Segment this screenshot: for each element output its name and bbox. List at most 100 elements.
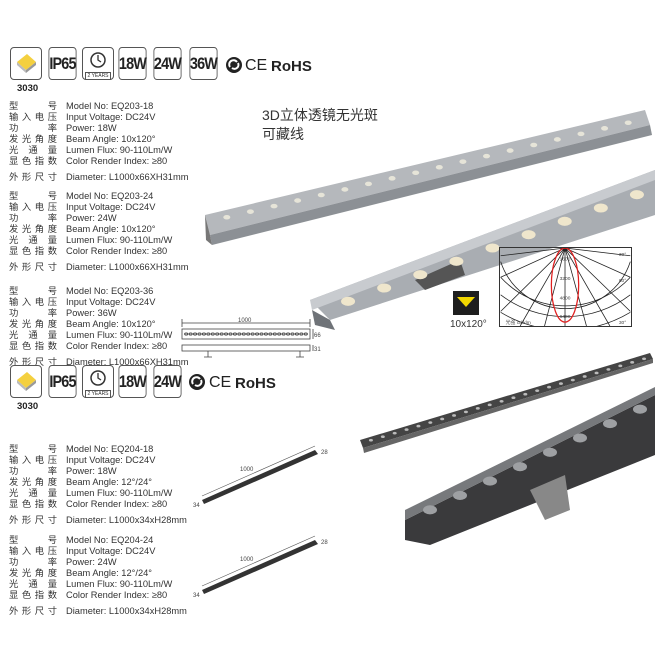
spec-label-cn: 功率 — [9, 123, 57, 133]
led-lens — [368, 438, 373, 442]
led-lens — [188, 332, 193, 336]
spec-value: Power: 36W — [66, 308, 117, 318]
polar-angle: 30° — [619, 320, 626, 326]
spec-value: Color Render Index: ≥80 — [66, 156, 168, 166]
spec-label-cn: 外形尺寸 — [9, 606, 57, 616]
led-lens — [453, 490, 467, 500]
led-lens — [449, 256, 464, 266]
spec-label-cn: 光通量 — [9, 235, 57, 245]
led-lens — [475, 407, 480, 410]
led-lens — [392, 431, 397, 435]
led-lens — [303, 332, 308, 336]
led-lens — [570, 378, 575, 382]
spec-row: 输入电压 Input Voltage: DC24V — [9, 202, 188, 213]
spec-value: Input Voltage: DC24V — [66, 297, 156, 307]
led-lens — [219, 332, 224, 336]
led-lens — [215, 332, 220, 336]
led-lens — [364, 181, 372, 187]
product-image-eq204 — [360, 353, 655, 545]
recycle-icon — [189, 374, 205, 390]
led-lens — [192, 332, 198, 336]
chip-label: 3030 — [17, 401, 39, 412]
led-lens — [317, 192, 325, 198]
led-lens — [558, 382, 563, 385]
spec-value: Beam Angle: 10x120° — [66, 319, 156, 329]
led-lens — [521, 230, 536, 240]
spec-value: Color Render Index: ≥80 — [66, 499, 168, 509]
spec-value: Input Voltage: DC24V — [66, 546, 156, 556]
spec-label-cn: 光通量 — [9, 330, 57, 340]
led-lens — [633, 404, 647, 414]
led-lens — [530, 142, 538, 148]
led-lens — [630, 361, 635, 364]
led-lens — [547, 385, 552, 389]
led-lens — [573, 433, 587, 443]
spec-label-cn: 型号 — [9, 444, 57, 454]
spec-label-cn: 外形尺寸 — [9, 515, 57, 525]
spec-label-cn: 型号 — [9, 191, 57, 201]
dimension-drawing-eq203: 1000 66 31 — [181, 318, 321, 358]
ce-mark: CE — [245, 57, 268, 74]
spec-label-cn: 光通量 — [9, 145, 57, 155]
spec-label-cn: 输入电压 — [9, 297, 57, 307]
dim-length: 1000 — [240, 557, 254, 563]
led-lens — [463, 410, 468, 414]
led-lens — [299, 332, 304, 336]
warranty-badge: 2 YEARS — [82, 365, 114, 398]
spec-label-cn: 输入电压 — [9, 202, 57, 212]
spec-value: Model No: EQ204-18 — [66, 444, 154, 454]
spec-label-cn: 显色指数 — [9, 590, 57, 600]
led-lens — [412, 170, 420, 176]
wattage-badge-24w: 24W — [153, 365, 182, 398]
ce-mark: CE — [209, 374, 232, 391]
rohs-mark: RoHS — [271, 58, 312, 75]
polar-label: 6400 — [560, 314, 571, 320]
clock-icon — [90, 370, 106, 386]
dim-height: 66 — [314, 333, 321, 339]
led-lens — [228, 332, 233, 336]
led-chip-icon — [10, 365, 42, 398]
led-lens — [268, 332, 273, 336]
warranty-label: 2 YEARS — [85, 72, 111, 80]
warranty-badge: 2 YEARS — [82, 47, 114, 80]
led-lens — [201, 332, 207, 336]
led-lens — [483, 153, 491, 159]
led-lens — [263, 332, 269, 336]
spec-label-cn: 功率 — [9, 308, 57, 318]
spec-value: Power: 18W — [66, 466, 117, 476]
wattage-badge-18w: 18W — [118, 47, 147, 80]
led-lens — [206, 332, 211, 336]
spec-row: 输入电压 Input Voltage: DC24V — [9, 297, 188, 308]
led-lens — [184, 332, 189, 336]
spec-label-cn: 输入电压 — [9, 112, 57, 122]
led-lens — [543, 447, 557, 457]
spec-value: Color Render Index: ≥80 — [66, 341, 168, 351]
led-lens — [459, 159, 467, 164]
spec-value: Power: 18W — [66, 123, 117, 133]
led-lens — [341, 296, 356, 306]
led-lens — [250, 332, 255, 336]
dim-height: 28 — [321, 450, 328, 456]
recycle-icon — [226, 57, 242, 73]
spec-label-cn: 显色指数 — [9, 246, 57, 256]
led-lens — [404, 428, 409, 431]
warranty-label: 2 YEARS — [85, 390, 111, 398]
led-lens — [452, 414, 457, 417]
spec-value: Input Voltage: DC24V — [66, 455, 156, 465]
spec-label-cn: 显色指数 — [9, 156, 57, 166]
spec-value: Diameter: L1000x34xH28mm — [66, 515, 187, 525]
spec-value: Input Voltage: DC24V — [66, 202, 156, 212]
spec-value: Lumen Flux: 90-110Lm/W — [66, 145, 173, 155]
led-lens — [593, 203, 608, 213]
